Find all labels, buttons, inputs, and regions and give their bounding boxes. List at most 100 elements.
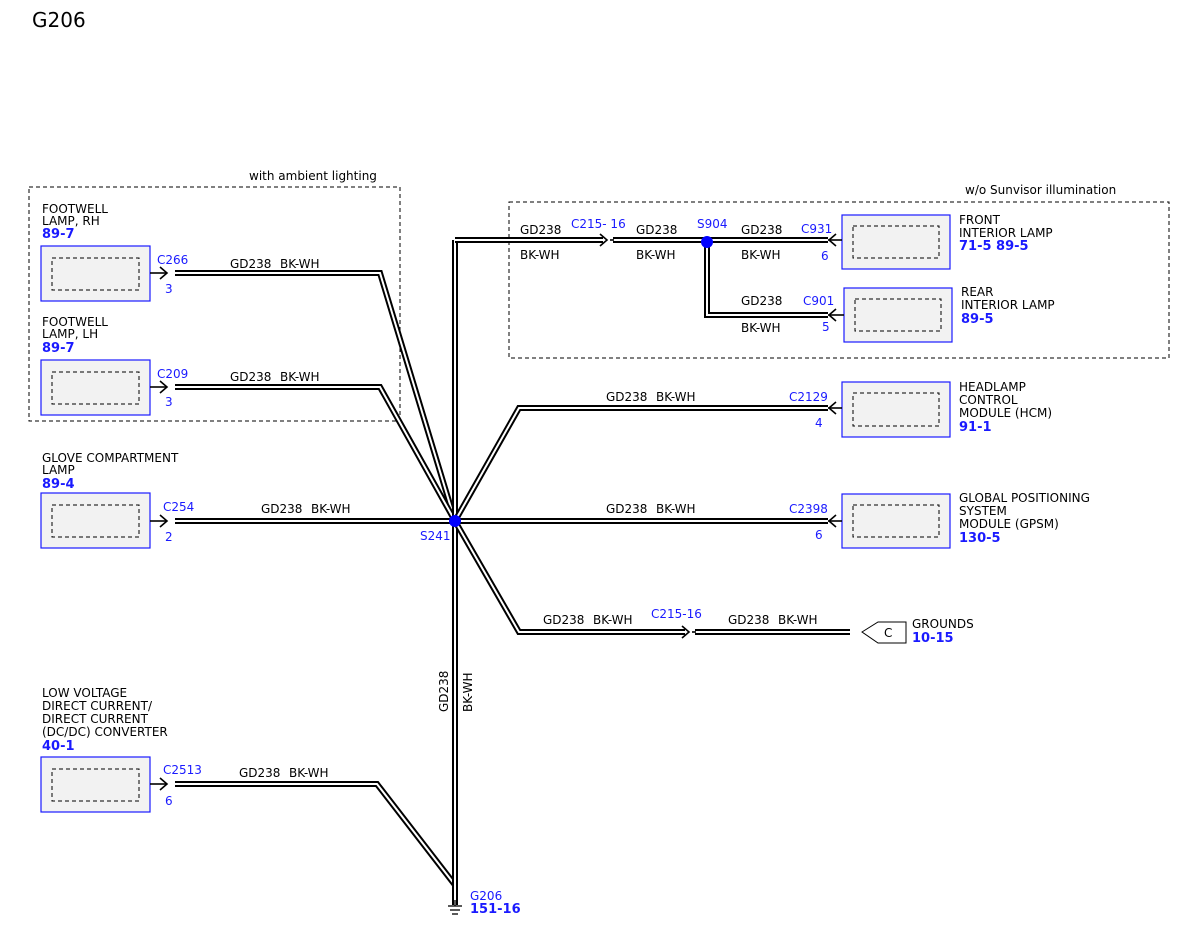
svg-text:89-7: 89-7 [42, 341, 75, 356]
svg-text:SYSTEM: SYSTEM [959, 504, 1007, 518]
color-label: BK-WH [636, 248, 676, 262]
svg-text:C: C [884, 626, 892, 640]
color-label: BK-WH [741, 321, 781, 335]
wire-s904-to-rear [704, 242, 828, 318]
circuit-label: GD238 [606, 390, 647, 404]
wire-hcm [452, 405, 828, 523]
connector-c266-label: C266 [157, 253, 188, 267]
ambient-lighting-region [28, 186, 401, 422]
connector-arrow-c2129 [827, 401, 842, 415]
connector-arrow-c266 [150, 266, 169, 280]
wire-footwell-lh [175, 384, 458, 523]
connector-c2513-label: C2513 [163, 763, 202, 777]
svg-text:FOOTWELL: FOOTWELL [42, 315, 108, 329]
pin-c2513: 6 [165, 794, 173, 808]
svg-text:40-1: 40-1 [42, 739, 75, 754]
color-label: BK-WH [778, 613, 818, 627]
footwell-lh-box [40, 359, 151, 416]
pin-c901: 5 [822, 320, 830, 334]
connector-arrow-c901 [827, 308, 844, 322]
rear-interior-label: REAR INTERIOR LAMP 89-5 [961, 285, 1055, 327]
color-label-vertical: BK-WH [461, 672, 475, 712]
svg-text:LAMP, RH: LAMP, RH [42, 214, 100, 228]
pin-c266: 3 [165, 282, 173, 296]
connector-c901-label: C901 [803, 294, 834, 308]
footwell-lh-label: FOOTWELL LAMP, LH 89-7 [42, 315, 108, 356]
connector-arrow-c2513 [150, 777, 169, 791]
pin-c931: 6 [821, 249, 829, 263]
wire-dcdc [175, 781, 458, 887]
svg-text:LAMP, LH: LAMP, LH [42, 327, 98, 341]
color-label: BK-WH [280, 257, 320, 271]
splice-s904 [701, 236, 713, 248]
splice-s241-label: S241 [420, 529, 451, 543]
page-title: G206 [32, 8, 86, 32]
connector-arrow-c254 [150, 514, 169, 528]
svg-text:91-1: 91-1 [959, 420, 992, 435]
grounds-label: GROUNDS 10-15 [912, 617, 974, 646]
splice-s904-label: S904 [697, 217, 728, 231]
connector-arrow-c2398 [827, 514, 842, 528]
svg-text:71-5 89-5: 71-5 89-5 [959, 239, 1029, 254]
svg-text:MODULE (GPSM): MODULE (GPSM) [959, 517, 1059, 531]
inline-connector-upper [599, 233, 614, 247]
inline-connector-lower [681, 625, 696, 639]
svg-text:LOW VOLTAGE: LOW VOLTAGE [42, 686, 127, 700]
circuit-label: GD238 [230, 257, 271, 271]
circuit-label: GD238 [239, 766, 280, 780]
inline-connector-upper-label: C215- 16 [571, 217, 626, 231]
connector-arrow-c209 [150, 380, 169, 394]
svg-text:GROUNDS: GROUNDS [912, 617, 974, 631]
svg-text:10-15: 10-15 [912, 631, 954, 646]
pin-c209: 3 [165, 395, 173, 409]
circuit-label: GD238 [741, 294, 782, 308]
color-label: BK-WH [656, 502, 696, 516]
color-label: BK-WH [656, 390, 696, 404]
connector-arrow-c931 [827, 233, 842, 247]
hcm-label: HEADLAMP CONTROL MODULE (HCM) 91-1 [959, 380, 1052, 435]
color-label: BK-WH [311, 502, 351, 516]
footwell-rh-label: FOOTWELL LAMP, RH 89-7 [42, 202, 108, 242]
svg-text:FRONT: FRONT [959, 213, 1001, 227]
color-label: BK-WH [289, 766, 329, 780]
glove-box [40, 492, 151, 549]
svg-text:HEADLAMP: HEADLAMP [959, 380, 1026, 394]
svg-text:(DC/DC) CONVERTER: (DC/DC) CONVERTER [42, 725, 168, 739]
svg-text:MODULE (HCM): MODULE (HCM) [959, 406, 1052, 420]
connector-c2398-label: C2398 [789, 502, 828, 516]
svg-text:89-7: 89-7 [42, 227, 75, 242]
footwell-rh-box [40, 245, 151, 302]
wire-to-lower-inline [452, 519, 685, 635]
inline-connector-lower-label: C215-16 [651, 607, 702, 621]
dcdc-label: LOW VOLTAGE DIRECT CURRENT/ DIRECT CURRE… [42, 686, 168, 754]
circuit-label: GD238 [543, 613, 584, 627]
svg-text:130-5: 130-5 [959, 531, 1001, 546]
front-interior-label: FRONT INTERIOR LAMP 71-5 89-5 [959, 213, 1053, 254]
circuit-label: GD238 [636, 223, 677, 237]
color-label: BK-WH [593, 613, 633, 627]
wire-footwell-rh [175, 270, 458, 522]
front-interior-box [841, 214, 951, 270]
circuit-label: GD238 [230, 370, 271, 384]
gpsm-box [841, 493, 951, 549]
svg-text:INTERIOR LAMP: INTERIOR LAMP [959, 226, 1053, 240]
grounds-badge: C [861, 621, 907, 644]
circuit-label: GD238 [741, 223, 782, 237]
glove-label: GLOVE COMPARTMENT LAMP 89-4 [42, 451, 179, 492]
svg-text:DIRECT CURRENT: DIRECT CURRENT [42, 712, 149, 726]
svg-text:GLOBAL POSITIONING: GLOBAL POSITIONING [959, 491, 1090, 505]
sunvisor-region [508, 201, 1170, 359]
svg-text:DIRECT CURRENT/: DIRECT CURRENT/ [42, 699, 153, 713]
circuit-label: GD238 [520, 223, 561, 237]
color-label: BK-WH [280, 370, 320, 384]
splice-s241 [449, 515, 461, 527]
wire-labels: GD238 BK-WH GD238 BK-WH GD238 BK-WH GD23… [230, 223, 818, 780]
connector-c254-label: C254 [163, 500, 194, 514]
sunvisor-region-label: w/o Sunvisor illumination [965, 183, 1116, 197]
color-label: BK-WH [520, 248, 560, 262]
dcdc-box [40, 756, 151, 813]
ground-g206-label: G206 [470, 889, 502, 903]
svg-text:FOOTWELL: FOOTWELL [42, 202, 108, 216]
circuit-label: GD238 [606, 502, 647, 516]
